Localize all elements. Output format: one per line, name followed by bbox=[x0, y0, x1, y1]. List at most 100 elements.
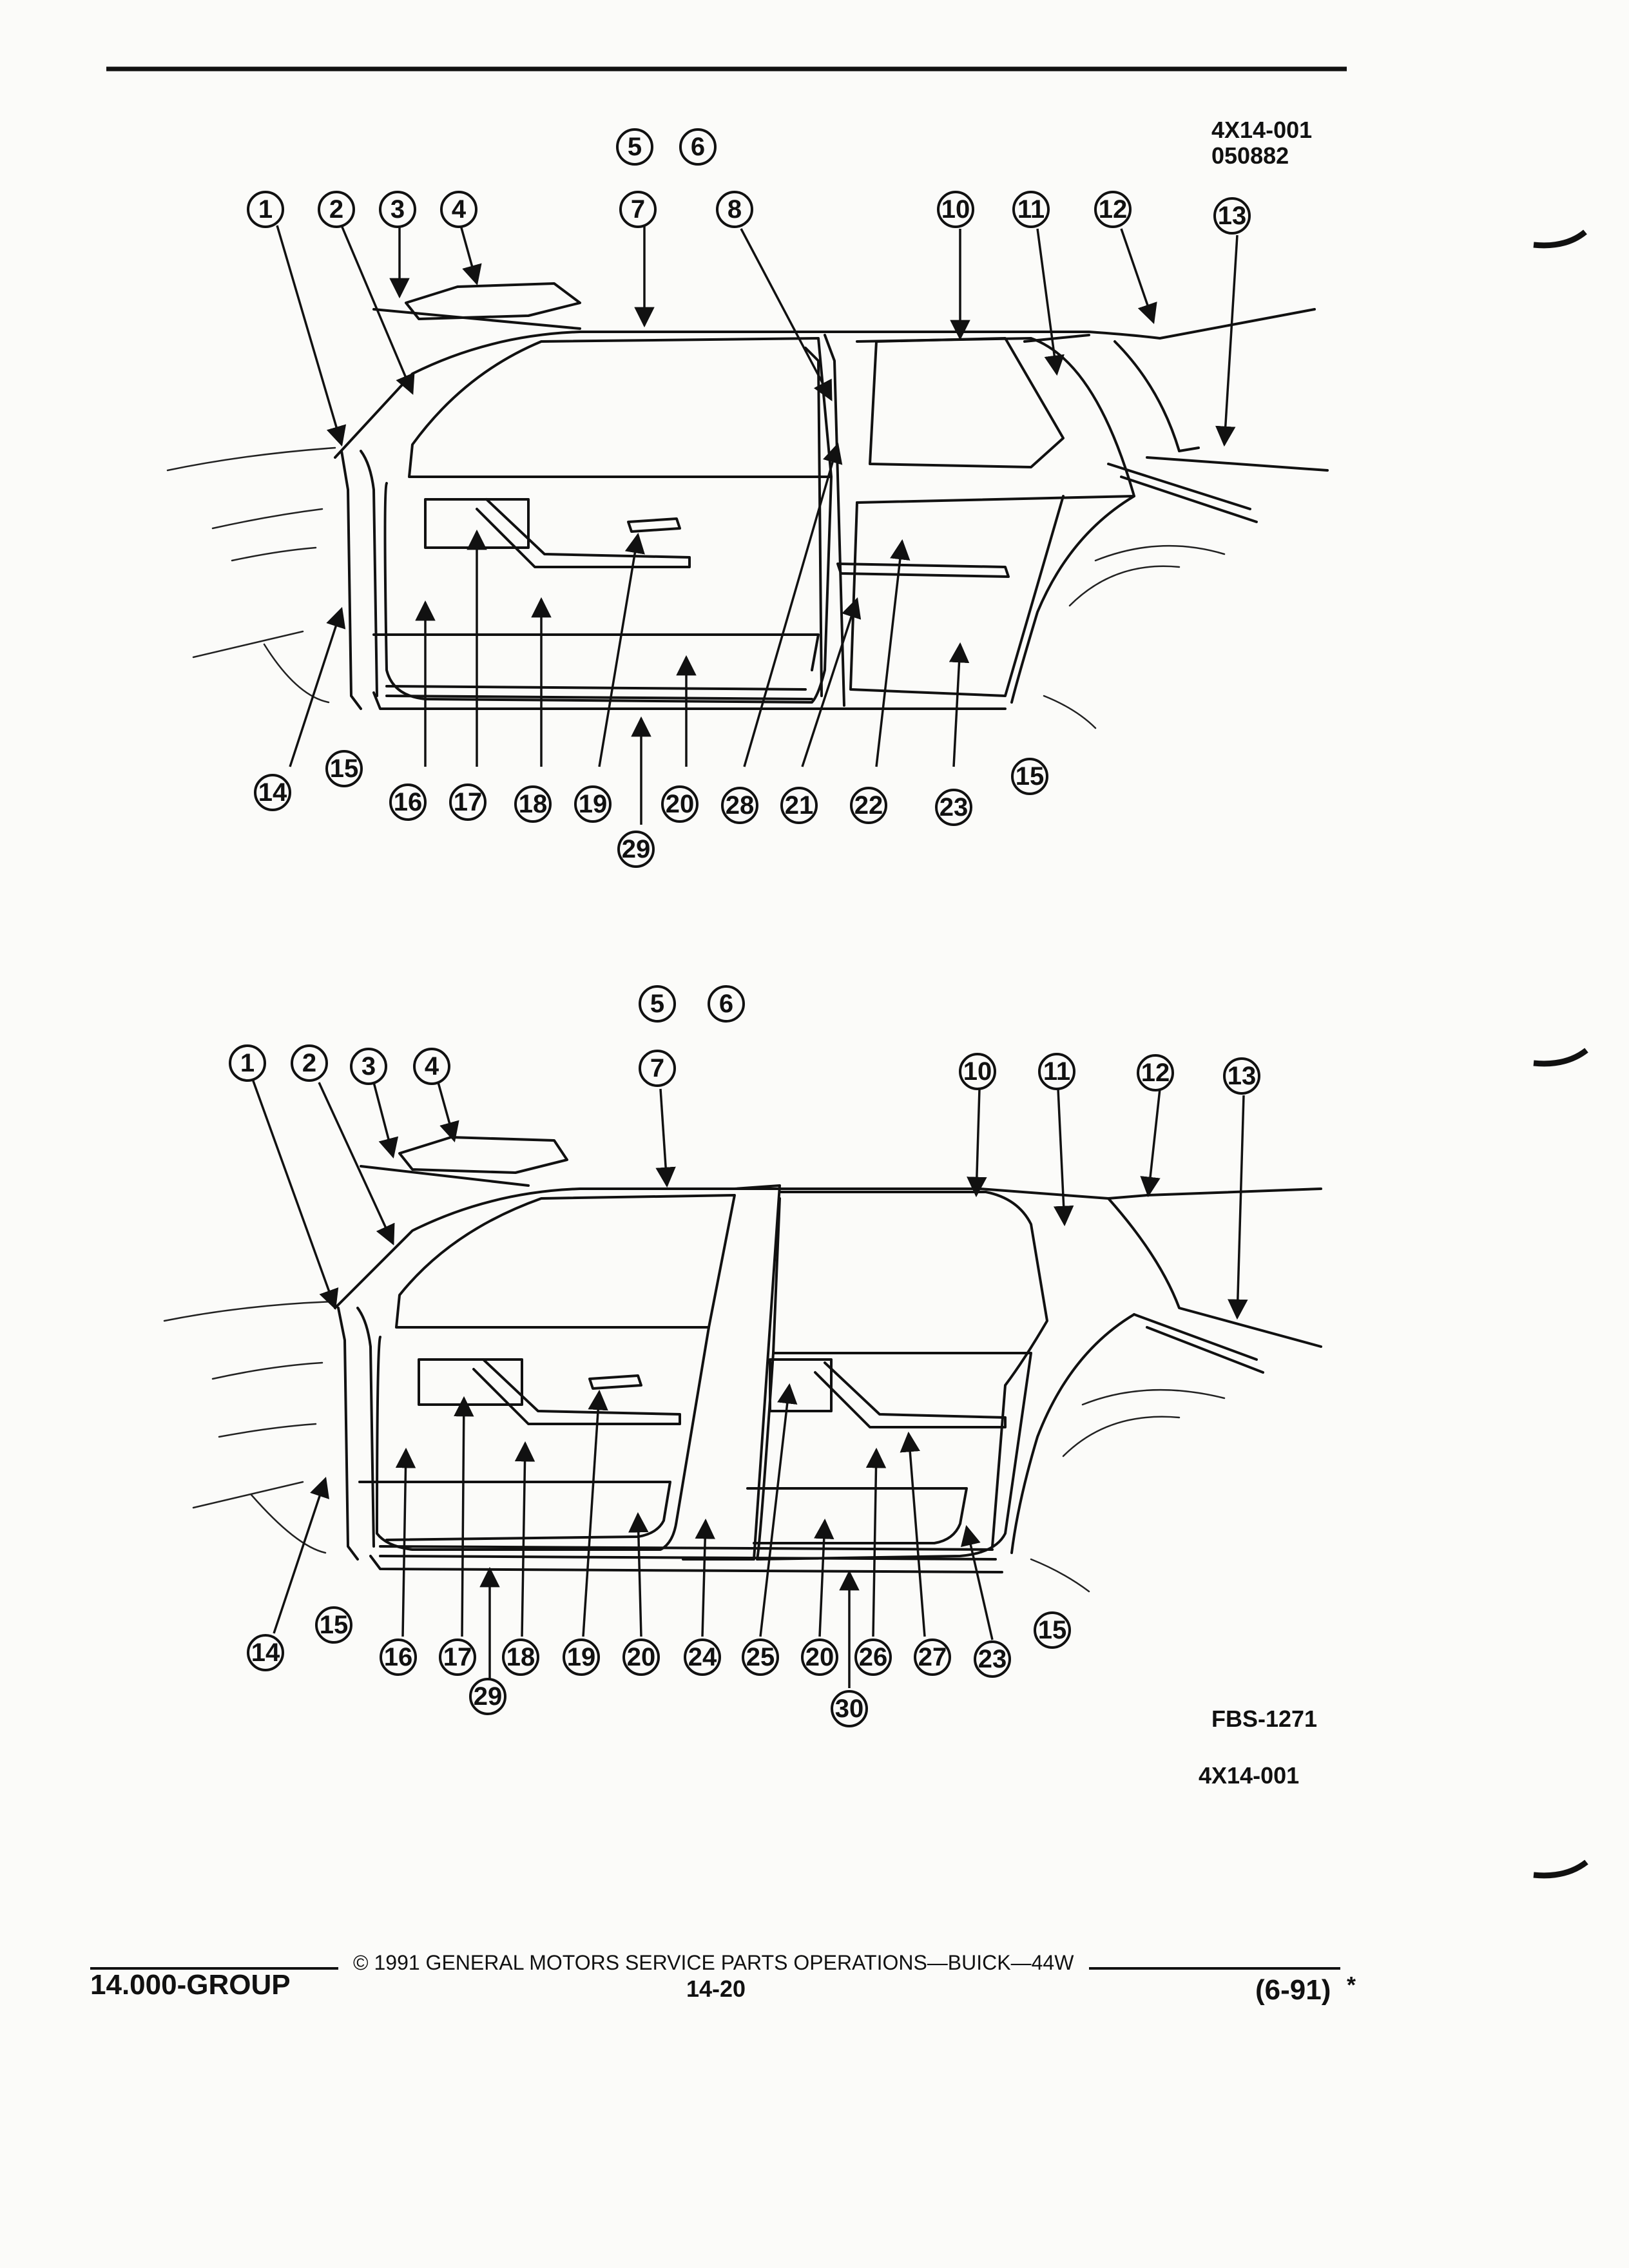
callout-top-8: 8 bbox=[716, 191, 753, 228]
svg-text:23: 23 bbox=[978, 1645, 1007, 1673]
svg-text:7: 7 bbox=[631, 195, 645, 224]
callout-top-17: 17 bbox=[449, 783, 487, 821]
svg-text:20: 20 bbox=[627, 1643, 656, 1671]
svg-text:4: 4 bbox=[452, 195, 467, 224]
callout-top-12: 12 bbox=[1094, 191, 1132, 228]
header-number: 050882 bbox=[1211, 142, 1289, 169]
top-callouts: 1 2 3 4 5 6 7 8 10 11 12 13 14 15 16 17 … bbox=[247, 128, 1251, 868]
callout-top-19: 19 bbox=[574, 785, 612, 823]
svg-text:11: 11 bbox=[1043, 1057, 1070, 1086]
footer-mark: * bbox=[1347, 1972, 1356, 1998]
svg-text:26: 26 bbox=[859, 1643, 888, 1671]
svg-text:11: 11 bbox=[1017, 195, 1045, 224]
callout-top-7: 7 bbox=[619, 191, 657, 228]
binder-marks bbox=[1533, 229, 1588, 1879]
callout-bottom-3: 3 bbox=[350, 1048, 387, 1085]
svg-text:15: 15 bbox=[1016, 762, 1045, 791]
callout-top-4: 4 bbox=[440, 191, 477, 228]
callout-bottom-15a: 15 bbox=[315, 1606, 352, 1644]
svg-text:18: 18 bbox=[506, 1643, 535, 1671]
svg-text:8: 8 bbox=[728, 195, 742, 224]
callout-bottom-2: 2 bbox=[291, 1044, 328, 1082]
svg-text:12: 12 bbox=[1099, 195, 1128, 224]
callout-bottom-4: 4 bbox=[413, 1048, 450, 1085]
callout-top-10: 10 bbox=[937, 191, 974, 228]
svg-text:20: 20 bbox=[666, 790, 695, 818]
figure-reference: FBS-1271 bbox=[1211, 1706, 1318, 1732]
callout-bottom-17: 17 bbox=[439, 1639, 476, 1676]
svg-text:13: 13 bbox=[1218, 202, 1247, 230]
svg-text:17: 17 bbox=[454, 788, 483, 816]
svg-text:6: 6 bbox=[691, 133, 705, 161]
svg-text:2: 2 bbox=[329, 195, 343, 224]
svg-text:4: 4 bbox=[425, 1052, 439, 1081]
svg-text:29: 29 bbox=[622, 835, 651, 863]
svg-text:23: 23 bbox=[940, 793, 969, 822]
svg-text:24: 24 bbox=[688, 1643, 717, 1671]
svg-text:2: 2 bbox=[302, 1049, 316, 1077]
svg-text:10: 10 bbox=[963, 1057, 992, 1086]
bottom-callouts: 1 2 3 4 5 6 7 10 11 12 13 14 15 16 17 18… bbox=[229, 985, 1260, 1727]
svg-text:18: 18 bbox=[519, 790, 548, 818]
callout-bottom-12: 12 bbox=[1137, 1054, 1174, 1091]
bottom-leader-lines bbox=[251, 1079, 1248, 1688]
svg-text:16: 16 bbox=[384, 1643, 413, 1671]
svg-text:15: 15 bbox=[320, 1611, 349, 1639]
svg-text:13: 13 bbox=[1228, 1062, 1257, 1090]
footer-group: 14.000-GROUP bbox=[90, 1969, 291, 2001]
top-vehicle-drawing bbox=[166, 282, 1329, 729]
callout-top-15b: 15 bbox=[1011, 758, 1048, 795]
svg-text:30: 30 bbox=[835, 1695, 864, 1723]
callout-bottom-7: 7 bbox=[639, 1050, 676, 1087]
svg-text:7: 7 bbox=[650, 1054, 664, 1082]
footer-date: (6-91) bbox=[1255, 1974, 1331, 2006]
svg-text:14: 14 bbox=[251, 1639, 280, 1667]
svg-text:14: 14 bbox=[258, 778, 287, 807]
callout-bottom-1: 1 bbox=[229, 1044, 266, 1082]
callout-top-20: 20 bbox=[661, 785, 699, 823]
callout-top-28: 28 bbox=[721, 787, 758, 824]
svg-text:15: 15 bbox=[330, 754, 359, 783]
bottom-vehicle-drawing bbox=[163, 1136, 1322, 1593]
svg-text:1: 1 bbox=[258, 195, 273, 224]
callout-bottom-24: 24 bbox=[684, 1639, 721, 1676]
callout-top-23: 23 bbox=[935, 789, 972, 826]
callout-bottom-18: 18 bbox=[502, 1639, 539, 1676]
callout-top-1: 1 bbox=[247, 191, 284, 228]
svg-text:6: 6 bbox=[719, 990, 733, 1018]
svg-text:1: 1 bbox=[240, 1049, 255, 1077]
svg-text:19: 19 bbox=[579, 790, 608, 818]
callout-top-3: 3 bbox=[379, 191, 416, 228]
callout-bottom-26: 26 bbox=[854, 1639, 892, 1676]
svg-text:21: 21 bbox=[785, 791, 814, 820]
callout-bottom-20a: 20 bbox=[622, 1639, 660, 1676]
svg-text:10: 10 bbox=[941, 195, 970, 224]
callout-bottom-23: 23 bbox=[974, 1640, 1011, 1678]
svg-text:12: 12 bbox=[1141, 1059, 1170, 1087]
callout-bottom-30: 30 bbox=[831, 1690, 868, 1727]
callout-top-18: 18 bbox=[514, 785, 552, 823]
callout-top-14: 14 bbox=[254, 774, 291, 811]
header-code: 4X14-001 bbox=[1211, 117, 1313, 143]
callout-bottom-15b: 15 bbox=[1034, 1611, 1071, 1649]
svg-text:28: 28 bbox=[726, 791, 755, 820]
svg-text:22: 22 bbox=[854, 791, 883, 820]
callout-bottom-16: 16 bbox=[380, 1639, 417, 1676]
svg-text:5: 5 bbox=[650, 990, 664, 1018]
callout-top-29: 29 bbox=[617, 831, 655, 868]
callout-bottom-11: 11 bbox=[1038, 1053, 1075, 1090]
figure-reference-code: 4X14-001 bbox=[1199, 1762, 1300, 1789]
svg-text:20: 20 bbox=[805, 1643, 834, 1671]
callout-top-13: 13 bbox=[1213, 197, 1251, 235]
callout-bottom-20b: 20 bbox=[801, 1639, 838, 1676]
callout-bottom-5: 5 bbox=[639, 985, 676, 1023]
callout-top-16: 16 bbox=[389, 783, 427, 821]
callout-bottom-14: 14 bbox=[247, 1634, 284, 1671]
svg-text:5: 5 bbox=[628, 133, 642, 161]
callout-bottom-27: 27 bbox=[914, 1639, 951, 1676]
svg-text:19: 19 bbox=[567, 1643, 596, 1671]
callout-top-11: 11 bbox=[1012, 191, 1050, 228]
svg-text:16: 16 bbox=[394, 788, 423, 816]
svg-text:15: 15 bbox=[1038, 1616, 1067, 1644]
